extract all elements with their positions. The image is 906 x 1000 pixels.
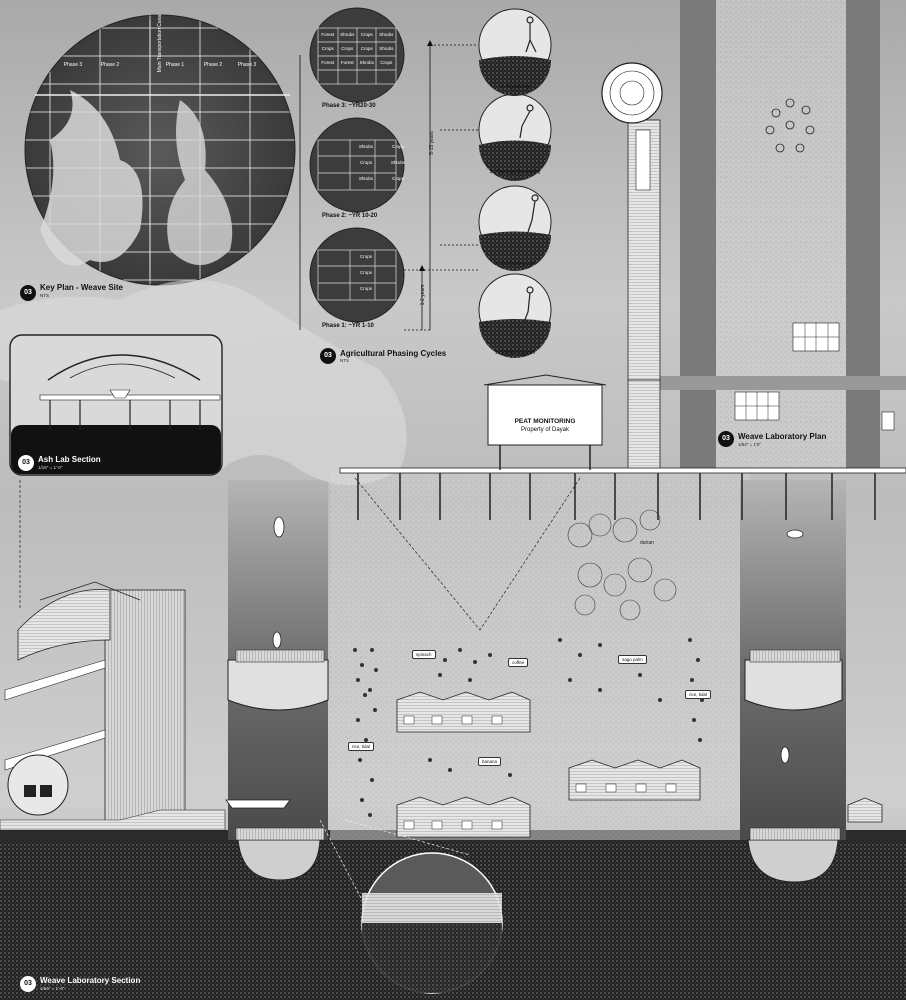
ash-lab-scale: 1/16" = 1'-0"	[38, 465, 63, 470]
ash-lab-number: 03	[18, 455, 34, 471]
phase-cell-label: Shrubs	[359, 60, 374, 65]
key-plan-scale: NTS	[40, 293, 49, 298]
agri-title: Agricultural Phasing Cycles	[340, 349, 447, 358]
key-plan-title: Key Plan - Weave Site	[40, 283, 123, 292]
step-caption: 2. Distributing ash	[494, 261, 536, 267]
phase-cell-label: Crops	[359, 254, 372, 259]
weave-plan-scale: 1/64" = 1'0"	[738, 442, 761, 447]
tower-building	[104, 589, 186, 831]
phase-cell-label: Forest	[321, 60, 335, 65]
sign-line2: Property of Dayak	[520, 427, 570, 433]
ash-lab-title: Ash Lab Section	[38, 455, 101, 464]
key-plan-phase-label: Phase 2	[100, 62, 120, 68]
phase-cell-label: Crops	[359, 270, 372, 275]
crop-tag-rice-left: rice, tidal	[348, 742, 375, 751]
step-caption: 1. Safety Irrigation	[494, 350, 536, 356]
weave-section-number: 03	[20, 976, 36, 992]
key-plan-phase-label: Phase 3	[237, 62, 257, 68]
peat-sign-board	[487, 384, 603, 446]
crop-tag-banana: banana	[478, 757, 502, 766]
agri-number: 03	[320, 348, 336, 364]
phase-cell-label: Crops	[321, 46, 334, 51]
key-plan-phase-label: Phase 3	[63, 62, 83, 68]
phase-cell-label: Crops	[341, 46, 354, 51]
crop-tag-spinach: spinach	[412, 650, 436, 659]
phase-caption: Phase 2: ~YR 10-20	[322, 213, 378, 219]
agri-scale: NTS	[340, 358, 349, 363]
key-plan-phase-label: Phase 1	[165, 62, 185, 68]
phase-cell-label: Forest	[340, 60, 354, 65]
step-caption: 3. Planting+Harvesting	[489, 169, 541, 175]
phase-cell-label: Crops	[391, 176, 404, 181]
crop-tag-durian: durian	[640, 540, 654, 546]
key-plan-number: 03	[20, 285, 36, 301]
phase-cell-label: Shrubs	[379, 46, 394, 51]
weave-section-scale: 1/64" = 1'-0"	[40, 986, 65, 991]
phase-cell-label: Crops	[359, 160, 372, 165]
phase-caption: Phase 3: ~YR20-30	[322, 103, 376, 109]
crop-tag-rice-right: rice, tidal	[685, 690, 712, 699]
step-caption: 4. Replanting	[500, 84, 530, 90]
phase-cell-label: Shrubs	[358, 144, 374, 149]
key-plan-phase-label: Phase 2	[203, 62, 223, 68]
phase-caption: Phase 1: ~YR 1-10	[322, 323, 374, 329]
crop-tag-coffee: coffee	[508, 658, 529, 667]
canal-label: Main Transportation Canal	[157, 13, 163, 73]
boardwalk	[339, 467, 906, 474]
weave-plan-title: Weave Laboratory Plan	[738, 432, 827, 441]
phase-cell-label: Crops	[391, 144, 404, 149]
timeline-long: 5-15 years	[429, 131, 435, 155]
phase-cell-label: Shrubs	[340, 32, 355, 37]
phase-cell-label: Crops	[380, 60, 393, 65]
crop-tag-sago-palm: sago palm	[618, 655, 647, 664]
phase-cell-label: Crops	[360, 32, 373, 37]
phase-circles	[309, 7, 405, 323]
phase-cell-label: Crops	[360, 46, 373, 51]
plan-round-building	[601, 62, 663, 124]
phase-cell-label: Crops	[359, 286, 372, 291]
phase-cell-label: Forest	[321, 32, 335, 37]
phase-cell-label: Shrubs	[379, 32, 394, 37]
phase-cell-label: Shrubs	[390, 160, 406, 165]
timeline-short: 1-2 years	[420, 284, 426, 306]
boat-1	[273, 516, 285, 538]
weave-section-title: Weave Laboratory Section	[40, 976, 141, 985]
sign-line1: PEAT MONITORING	[514, 418, 576, 425]
weave-plan-number: 03	[718, 431, 734, 447]
crop-plants	[567, 509, 677, 621]
phase-cell-label: Shrubs	[358, 176, 374, 181]
